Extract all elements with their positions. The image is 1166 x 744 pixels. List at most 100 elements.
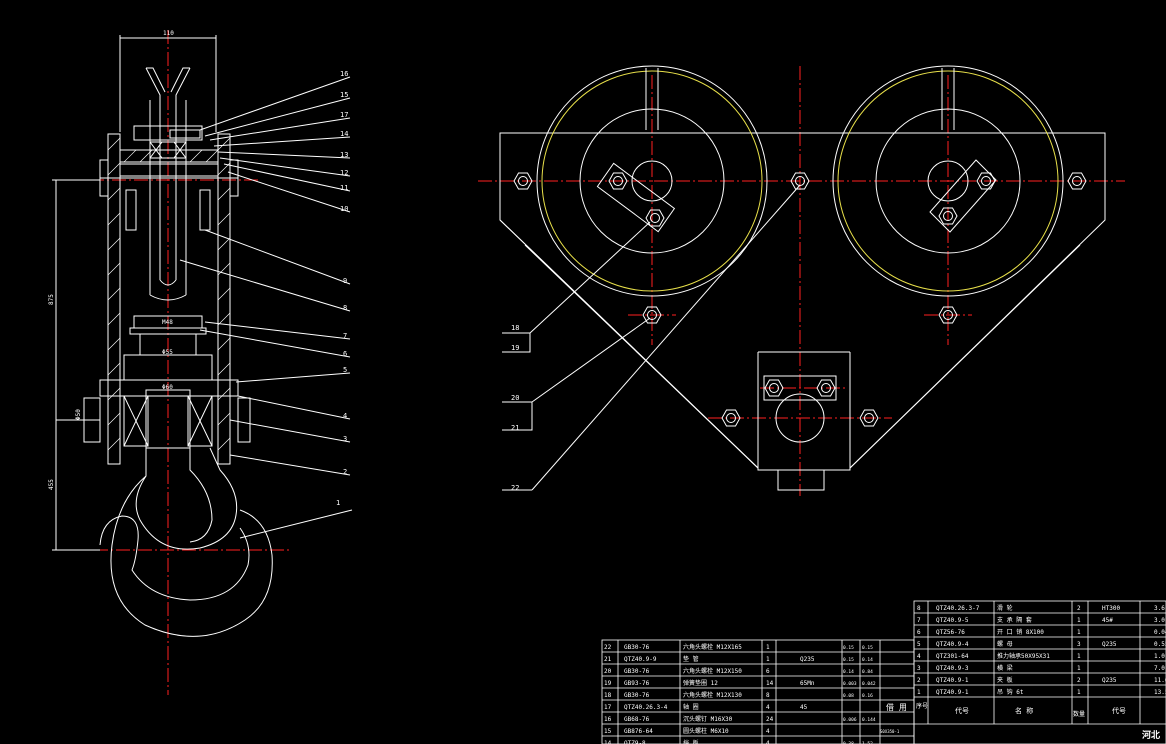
bom-right-code: QTZ40.9-5	[936, 617, 969, 624]
callout-7: 7	[343, 332, 347, 340]
callout-12: 12	[340, 169, 348, 177]
bom-right-no: 6	[917, 629, 921, 636]
callout-1: 1	[336, 499, 340, 507]
bom-left-weight-total: 0.144	[862, 717, 876, 723]
bom-right-qty: 1	[1077, 617, 1081, 624]
bom-right-name: 支 承 隔 套	[997, 616, 1032, 624]
callout-10: 10	[340, 205, 348, 213]
label-bore1: Φ55	[162, 349, 173, 356]
bom-left-code: GB30-76	[624, 668, 650, 675]
bom-right-code: QTZ40.9-1	[936, 689, 969, 696]
callout-22: 22	[511, 484, 519, 492]
bom-left-material: 45	[800, 704, 808, 711]
bom-left-name: 弹簧垫圈 12	[683, 679, 718, 687]
bom-left-no: 19	[604, 680, 612, 687]
bom-right-qty: 2	[1077, 605, 1081, 612]
hook-block-section-view: 110 875 455 Φ50	[48, 30, 353, 695]
callout-9: 9	[343, 277, 347, 285]
bom-left-code: GB876-64	[624, 728, 653, 735]
callout-8: 8	[343, 304, 347, 312]
bom-left-qty: 8	[766, 692, 770, 699]
bom-left-code: GB68-76	[624, 716, 650, 723]
left-callouts: 16 15 17 14 13 12 11 10 9 8 7 6 5 4 3 2 …	[336, 70, 348, 507]
bom-right-weight: 7.0	[1154, 665, 1165, 672]
bom-right-code: QTZ40.9-4	[936, 641, 969, 648]
bom-left-weight-total: 0.14	[862, 657, 873, 663]
bom-left-note2: S0X350-1	[880, 729, 900, 734]
bom-right-header-seq: 序号	[916, 702, 928, 710]
callout-11: 11	[340, 184, 348, 192]
bom-right-weight: 13.5	[1154, 689, 1166, 696]
bom-right-weight: 0.55	[1154, 641, 1166, 648]
bom-right-qty: 2	[1077, 677, 1081, 684]
bom-left-qty: 1	[766, 656, 770, 663]
right-callouts: 18 19 20 21 22	[511, 324, 519, 492]
bom-left-no: 18	[604, 692, 612, 699]
dim-left-height: 875	[48, 294, 55, 305]
callout-17: 17	[340, 111, 348, 119]
bom-right-header-code2: 代号	[1112, 706, 1126, 715]
side-plate-view: 18 19 20 21 22	[478, 65, 1125, 496]
callout-21: 21	[511, 424, 519, 432]
bom-right-name: 吊 钩 6t	[997, 688, 1024, 696]
bom-left-weight-unit: 0.14	[843, 669, 854, 675]
bom-left-weight-unit: 0.15	[843, 657, 854, 663]
bom-left-name: 六角头螺栓 M12X150	[683, 667, 742, 675]
bom-right-header-qty: 数量	[1073, 710, 1085, 718]
bom-right-no: 4	[917, 653, 921, 660]
bom-left-code: GB93-76	[624, 680, 650, 687]
bom-left-name: 垫 管	[683, 655, 699, 663]
bom-left-code: QTZ40.26.3-4	[624, 704, 668, 711]
callout-16: 16	[340, 70, 348, 78]
bom-left-name: 挡 板	[683, 739, 699, 744]
callout-14: 14	[340, 130, 348, 138]
bom-right-weight: 3.0	[1154, 617, 1165, 624]
bom-left-qty: 1	[766, 644, 770, 651]
bom-left-no: 16	[604, 716, 612, 723]
dim-small-vert: Φ50	[75, 409, 82, 420]
bom-left-name: 圆头螺柱 M6X10	[683, 727, 729, 735]
callout-5: 5	[343, 366, 347, 374]
bom-left-name: 六角头螺栓 M12X165	[683, 643, 742, 651]
bom-left-qty: 14	[766, 680, 774, 687]
bom-right-name: 夹 板	[997, 676, 1013, 684]
bom-right-qty: 1	[1077, 653, 1081, 660]
bolts	[513, 172, 1087, 427]
bom-right-weight: 0.04	[1154, 629, 1166, 636]
bom-right-weight: 1.0	[1154, 653, 1165, 660]
bom-left-qty: 4	[766, 704, 770, 711]
bom-left-no: 15	[604, 728, 612, 735]
bom-left-note: 借 用	[886, 702, 907, 712]
bom-left-qty: 24	[766, 716, 774, 723]
callout-3: 3	[343, 435, 347, 443]
callout-15: 15	[340, 91, 348, 99]
bom-left-code: GB30-76	[624, 644, 650, 651]
bom-right-no: 1	[917, 689, 921, 696]
bom-right-header-name: 名 称	[1015, 706, 1033, 715]
bom-right-qty: 1	[1077, 665, 1081, 672]
bom-right-material: 45#	[1102, 617, 1113, 624]
bom-left-weight-total: 0.15	[862, 645, 873, 651]
bom-left-weight-unit: 0.003	[843, 681, 857, 687]
bom-left-weight-unit: 0.006	[843, 717, 857, 723]
bom-right-material: HT300	[1102, 605, 1120, 612]
bom-right-corner: 河北	[1142, 729, 1160, 741]
bom-right-qty: 1	[1077, 689, 1081, 696]
bom-left-name: 六角头螺栓 M12X130	[683, 691, 742, 699]
bom-right-no: 3	[917, 665, 921, 672]
bom-left-qty: 4	[766, 740, 770, 744]
bom-right-header-code: 代号	[955, 706, 969, 715]
dim-top-width: 110	[163, 30, 174, 37]
callout-4: 4	[343, 412, 347, 420]
label-nut: M48	[162, 319, 173, 326]
bom-right-code: QTZ56-76	[936, 629, 965, 636]
label-bore2: Φ60	[162, 384, 173, 391]
bom-left-weight-total: 0.16	[862, 693, 873, 699]
bom-left-weight-unit: 0.08	[843, 693, 854, 699]
bom-right-name: 螺 母	[997, 640, 1013, 648]
bom-right-weight: 11.6	[1154, 677, 1166, 684]
bom-right-no: 7	[917, 617, 921, 624]
bom-left-weight-unit: 0.15	[843, 645, 854, 651]
bom-left-code: QTZ9-8	[624, 740, 646, 744]
